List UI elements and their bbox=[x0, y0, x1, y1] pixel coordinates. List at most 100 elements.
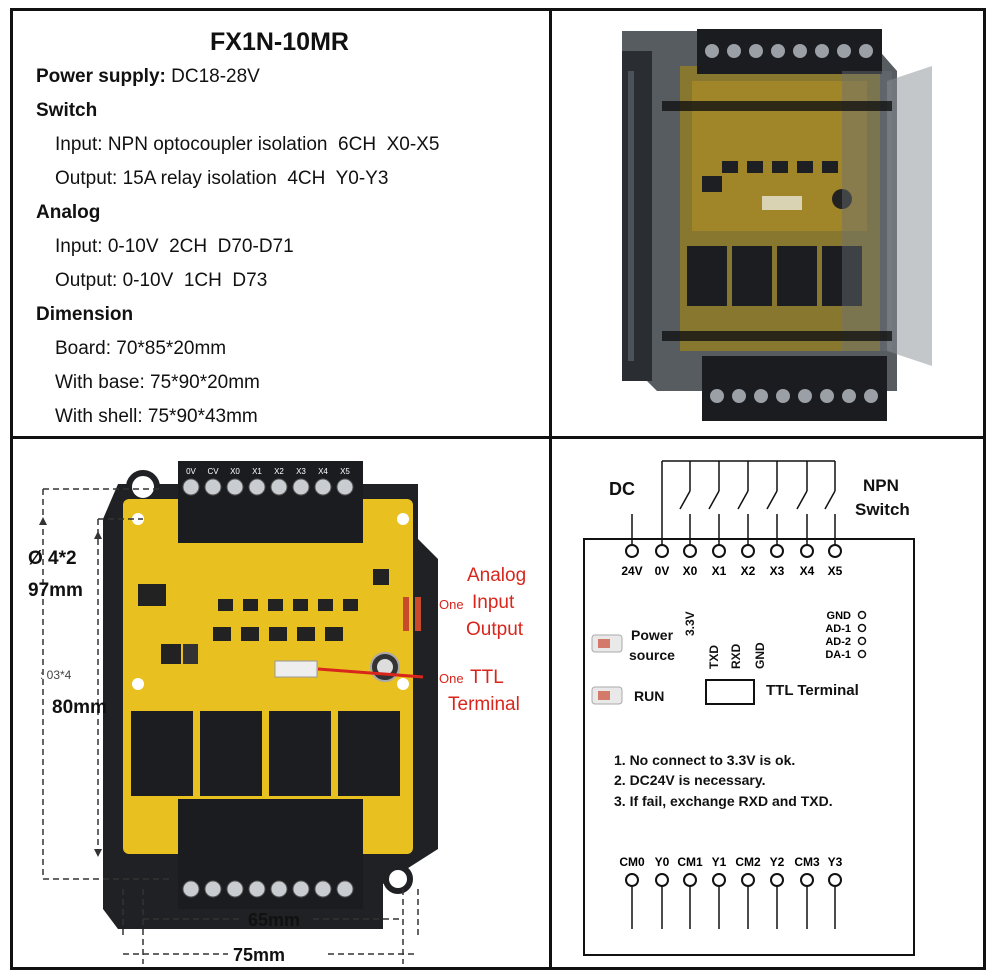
switch-heading: Switch bbox=[36, 100, 98, 121]
vertical-divider bbox=[549, 8, 552, 970]
top-terminal-label: X4 bbox=[318, 467, 328, 476]
power-supply-line: Power supply: DC18-28V bbox=[36, 66, 260, 88]
switch-contact bbox=[824, 490, 836, 510]
dimension-board-line: Board: 70*85*20mm bbox=[55, 338, 227, 359]
pin-terminal bbox=[655, 544, 669, 558]
power-supply-label: Power supply: bbox=[36, 66, 166, 87]
switch-output-line: Output: 15A relay isolation 4CH Y0-Y3 bbox=[55, 168, 389, 189]
dimension-heading: Dimension bbox=[36, 304, 134, 325]
hole-dimension-label: Ø 4*2 bbox=[28, 548, 77, 569]
top-terminal-label: CV bbox=[207, 467, 219, 476]
analog-prefix: One bbox=[439, 597, 464, 612]
note-1: 1. No connect to 3.3V is ok. bbox=[614, 752, 796, 768]
top-pin-label: X2 bbox=[741, 564, 756, 578]
top-terminal-label: X3 bbox=[296, 467, 306, 476]
top-pin-label: X5 bbox=[828, 564, 843, 578]
switch-contact bbox=[737, 490, 749, 510]
ttl-terminal-box bbox=[705, 679, 755, 705]
pin-terminal bbox=[770, 873, 784, 887]
ttl-terminal-label: Terminal bbox=[448, 694, 520, 715]
dimension-base-line: With base: 75*90*20mm bbox=[55, 372, 260, 393]
analog-input-line: Input: 0-10V 2CH D70-D71 bbox=[55, 236, 294, 257]
pin-terminal bbox=[800, 873, 814, 887]
bottom-pin-label: Y0 bbox=[655, 855, 670, 869]
controller-box bbox=[583, 538, 915, 956]
bottom-pin-label: CM0 bbox=[619, 855, 645, 869]
analog-output-label: Output bbox=[466, 619, 524, 640]
analog-pin-label: AD-1 bbox=[825, 623, 851, 635]
bottom-pin-label: CM3 bbox=[794, 855, 820, 869]
pin-terminal bbox=[770, 544, 784, 558]
analog-pin bbox=[857, 636, 867, 646]
pin-terminal bbox=[800, 544, 814, 558]
pin-terminal bbox=[625, 544, 639, 558]
analog-pin-label: DA-1 bbox=[825, 649, 851, 661]
analog-output-line: Output: 0-10V 1CH D73 bbox=[55, 270, 268, 291]
ttl-pin-3v3: 3.3V bbox=[683, 611, 697, 636]
dc-label: DC bbox=[609, 479, 635, 499]
analog-label: Analog bbox=[467, 565, 527, 586]
ttl-pin-rxd: RXD bbox=[729, 643, 743, 669]
analog-pin bbox=[857, 649, 867, 659]
top-pin-label: X0 bbox=[683, 564, 698, 578]
switch-contact bbox=[766, 490, 778, 510]
switch-contact bbox=[708, 490, 720, 510]
bottom-pin-label: CM2 bbox=[735, 855, 761, 869]
analog-pin bbox=[857, 610, 867, 620]
top-terminal-block bbox=[178, 461, 363, 543]
bottom-pin-label: Y2 bbox=[770, 855, 785, 869]
bottom-pin-label: Y1 bbox=[712, 855, 727, 869]
top-pin-label: X1 bbox=[712, 564, 727, 578]
npn-label: NPN bbox=[863, 476, 899, 495]
run-label: RUN bbox=[634, 688, 665, 704]
pin-terminal bbox=[828, 873, 842, 887]
spec-title: FX1N-10MR bbox=[210, 28, 349, 56]
top-terminal-label: X1 bbox=[252, 467, 262, 476]
pin-terminal bbox=[655, 873, 669, 887]
ttl-label: TTL bbox=[470, 667, 504, 688]
note-3: 3. If fail, exchange RXD and TXD. bbox=[614, 793, 833, 809]
power-label: Power bbox=[631, 627, 674, 643]
ttl-prefix: One bbox=[439, 671, 464, 686]
pin-terminal bbox=[741, 873, 755, 887]
analog-pin-label: AD-2 bbox=[825, 636, 851, 648]
bottom-pin-label: CM1 bbox=[677, 855, 703, 869]
pin-terminal bbox=[683, 873, 697, 887]
analog-heading: Analog bbox=[36, 202, 101, 223]
top-pin-label: X4 bbox=[800, 564, 815, 578]
ttl-pin-gnd: GND bbox=[753, 642, 767, 669]
power-supply-value: DC18-28V bbox=[171, 66, 260, 87]
switch-contact bbox=[796, 490, 808, 510]
top-pin-label: 0V bbox=[655, 564, 670, 578]
outer-frame bbox=[10, 8, 986, 970]
pin-terminal bbox=[625, 873, 639, 887]
bottom-pin-label: Y3 bbox=[828, 855, 843, 869]
pin-terminal bbox=[712, 544, 726, 558]
analog-input-label: Input bbox=[472, 592, 515, 613]
top-terminal-label: X0 bbox=[230, 467, 240, 476]
switch-contact bbox=[679, 490, 691, 510]
height-80-label: 80mm bbox=[52, 697, 107, 718]
ttl-terminal-text: TTL Terminal bbox=[766, 682, 859, 699]
top-terminal-label: X2 bbox=[274, 467, 284, 476]
height-97-label: 97mm bbox=[28, 580, 83, 601]
source-label: source bbox=[629, 647, 675, 663]
note-2: 2. DC24V is necessary. bbox=[614, 772, 766, 788]
analog-pin bbox=[857, 623, 867, 633]
product-photo bbox=[622, 29, 932, 421]
top-pin-label: 24V bbox=[621, 564, 642, 578]
dimension-shell-line: With shell: 75*90*43mm bbox=[55, 406, 258, 427]
top-terminal-label: X5 bbox=[340, 467, 350, 476]
top-terminal-label: 0V bbox=[186, 467, 196, 476]
switch-input-line: Input: NPN optocoupler isolation 6CH X0-… bbox=[55, 134, 440, 155]
width-65-label: 65mm bbox=[248, 910, 301, 930]
width-75-label: 75mm bbox=[233, 945, 286, 965]
horizontal-divider bbox=[10, 436, 986, 439]
analog-pin-label: GND bbox=[827, 610, 852, 622]
pin-terminal bbox=[741, 544, 755, 558]
pin-terminal bbox=[712, 873, 726, 887]
pin-terminal bbox=[828, 544, 842, 558]
ttl-pin-txd: TXD bbox=[707, 645, 721, 669]
pin-terminal bbox=[683, 544, 697, 558]
